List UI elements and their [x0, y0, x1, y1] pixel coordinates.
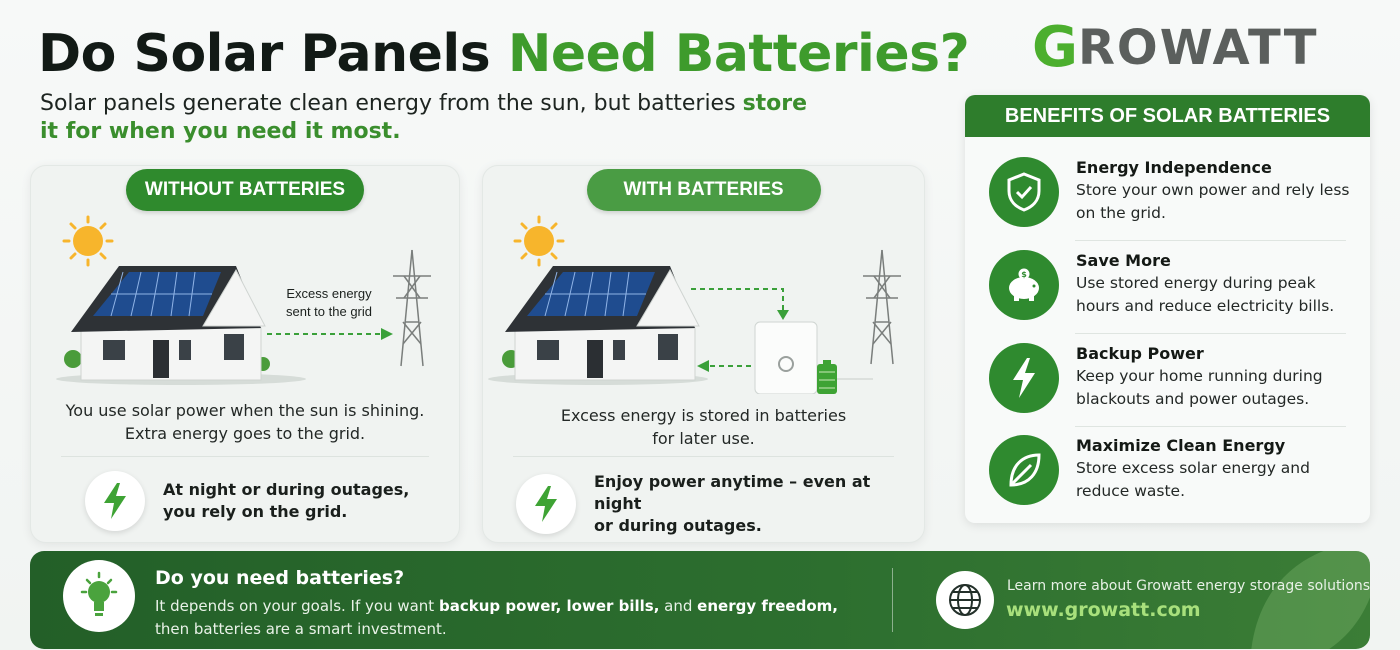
subtitle-highlight: store it for when you need it most.: [40, 91, 808, 144]
logo-rest: ROWATT: [1077, 20, 1319, 76]
subtitle-part-1: Solar panels generate clean energy from …: [40, 91, 743, 116]
title-part-2: Need Batteries?: [507, 24, 970, 84]
house-icon: [56, 266, 306, 385]
sun-icon: [62, 215, 114, 267]
with-description-line-2: for later use.: [652, 429, 755, 448]
transmission-tower-icon: [393, 249, 431, 367]
without-tip: At night or during outages, you rely on …: [85, 471, 463, 531]
leaf-icon: [989, 435, 1059, 505]
with-tip-line-2: or during outages.: [594, 516, 762, 535]
learn-more-text: Learn more about Growatt energy storage …: [1007, 578, 1370, 594]
leaf-decoration: [1251, 551, 1370, 649]
with-description: Excess energy is stored in batteries for…: [483, 404, 924, 450]
answer-bold-2: energy freedom,: [697, 597, 838, 615]
sun-icon: [513, 215, 565, 267]
card-divider: [513, 456, 894, 457]
lightning-icon: [85, 471, 145, 531]
benefits-heading: BENEFITS OF SOLAR BATTERIES: [965, 95, 1370, 137]
house-grid-illustration: Excess energy sent to the grid: [56, 215, 431, 385]
svg-text:$: $: [1021, 270, 1027, 279]
benefit-title: Energy Independence: [1076, 158, 1272, 177]
benefit-description: Keep your home running during blackouts …: [1076, 367, 1323, 408]
with-batteries-label: WITH BATTERIES: [586, 169, 821, 211]
benefit-description: Store excess solar energy and reduce was…: [1076, 459, 1310, 500]
without-tip-line-2: you rely on the grid.: [163, 502, 348, 521]
excess-energy-label-2: sent to the grid: [286, 304, 372, 319]
lightning-icon: [516, 474, 576, 534]
without-batteries-label: WITHOUT BATTERIES: [126, 169, 364, 211]
website-link[interactable]: www.growatt.com: [1006, 599, 1201, 621]
benefit-item: Energy Independence Store your own power…: [989, 157, 1351, 227]
answer-part-3: then batteries are a smart investment.: [155, 620, 447, 638]
answer-bold-1: backup power, lower bills,: [438, 597, 660, 615]
benefit-item: $ Save More Use stored energy during pea…: [989, 250, 1351, 320]
footer-banner: Do you need batteries? It depends on you…: [30, 551, 1370, 649]
without-description-line-1: You use solar power when the sun is shin…: [65, 401, 425, 420]
benefit-item: Maximize Clean Energy Store excess solar…: [989, 435, 1351, 505]
page-title: Do Solar Panels Need Batteries?: [38, 24, 970, 84]
without-tip-line-1: At night or during outages,: [163, 480, 410, 499]
benefit-description: Use stored energy during peak hours and …: [1076, 274, 1335, 315]
shield-check-icon: [989, 157, 1059, 227]
title-part-1: Do Solar Panels: [38, 24, 508, 84]
with-tip: Enjoy power anytime – even at night or d…: [516, 471, 894, 537]
logo-g: G: [1032, 15, 1078, 80]
lightning-icon: [989, 343, 1059, 413]
with-tip-line-1: Enjoy power anytime – even at night: [594, 472, 871, 513]
benefits-panel: BENEFITS OF SOLAR BATTERIES Energy Indep…: [965, 95, 1370, 523]
with-batteries-card: WITH BATTERIES: [482, 165, 925, 543]
excess-energy-label-1: Excess energy: [286, 286, 372, 301]
benefit-title: Backup Power: [1076, 344, 1204, 363]
card-divider: [61, 456, 429, 457]
benefit-title: Save More: [1076, 251, 1171, 270]
without-batteries-card: WITHOUT BATTERIES: [30, 165, 460, 543]
benefit-item: Backup Power Keep your home running duri…: [989, 343, 1351, 413]
page-subtitle: Solar panels generate clean energy from …: [40, 90, 820, 146]
benefit-divider: [1075, 333, 1346, 334]
answer-part-1: It depends on your goals. If you want: [155, 597, 439, 615]
without-tip-text: At night or during outages, you rely on …: [163, 479, 463, 523]
footer-question: Do you need batteries?: [155, 567, 405, 589]
house-icon: [488, 266, 708, 385]
benefit-divider: [1075, 240, 1346, 241]
battery-unit-icon: [754, 321, 837, 394]
benefit-description: Store your own power and rely less on th…: [1076, 181, 1350, 222]
benefit-title: Maximize Clean Energy: [1076, 436, 1286, 455]
house-battery-illustration: [488, 215, 901, 394]
footer-answer: It depends on your goals. If you want ba…: [155, 595, 875, 641]
with-tip-text: Enjoy power anytime – even at night or d…: [594, 471, 894, 537]
transmission-tower-icon: [863, 249, 901, 365]
piggy-bank-icon: $: [989, 250, 1059, 320]
lightbulb-icon: [63, 560, 135, 632]
benefit-divider: [1075, 426, 1346, 427]
without-description-line-2: Extra energy goes to the grid.: [124, 424, 366, 443]
without-description: You use solar power when the sun is shin…: [31, 399, 459, 445]
answer-part-2: and: [659, 597, 698, 615]
with-description-line-1: Excess energy is stored in batteries: [560, 406, 847, 425]
footer-divider: [892, 568, 893, 632]
globe-icon: [936, 571, 994, 629]
